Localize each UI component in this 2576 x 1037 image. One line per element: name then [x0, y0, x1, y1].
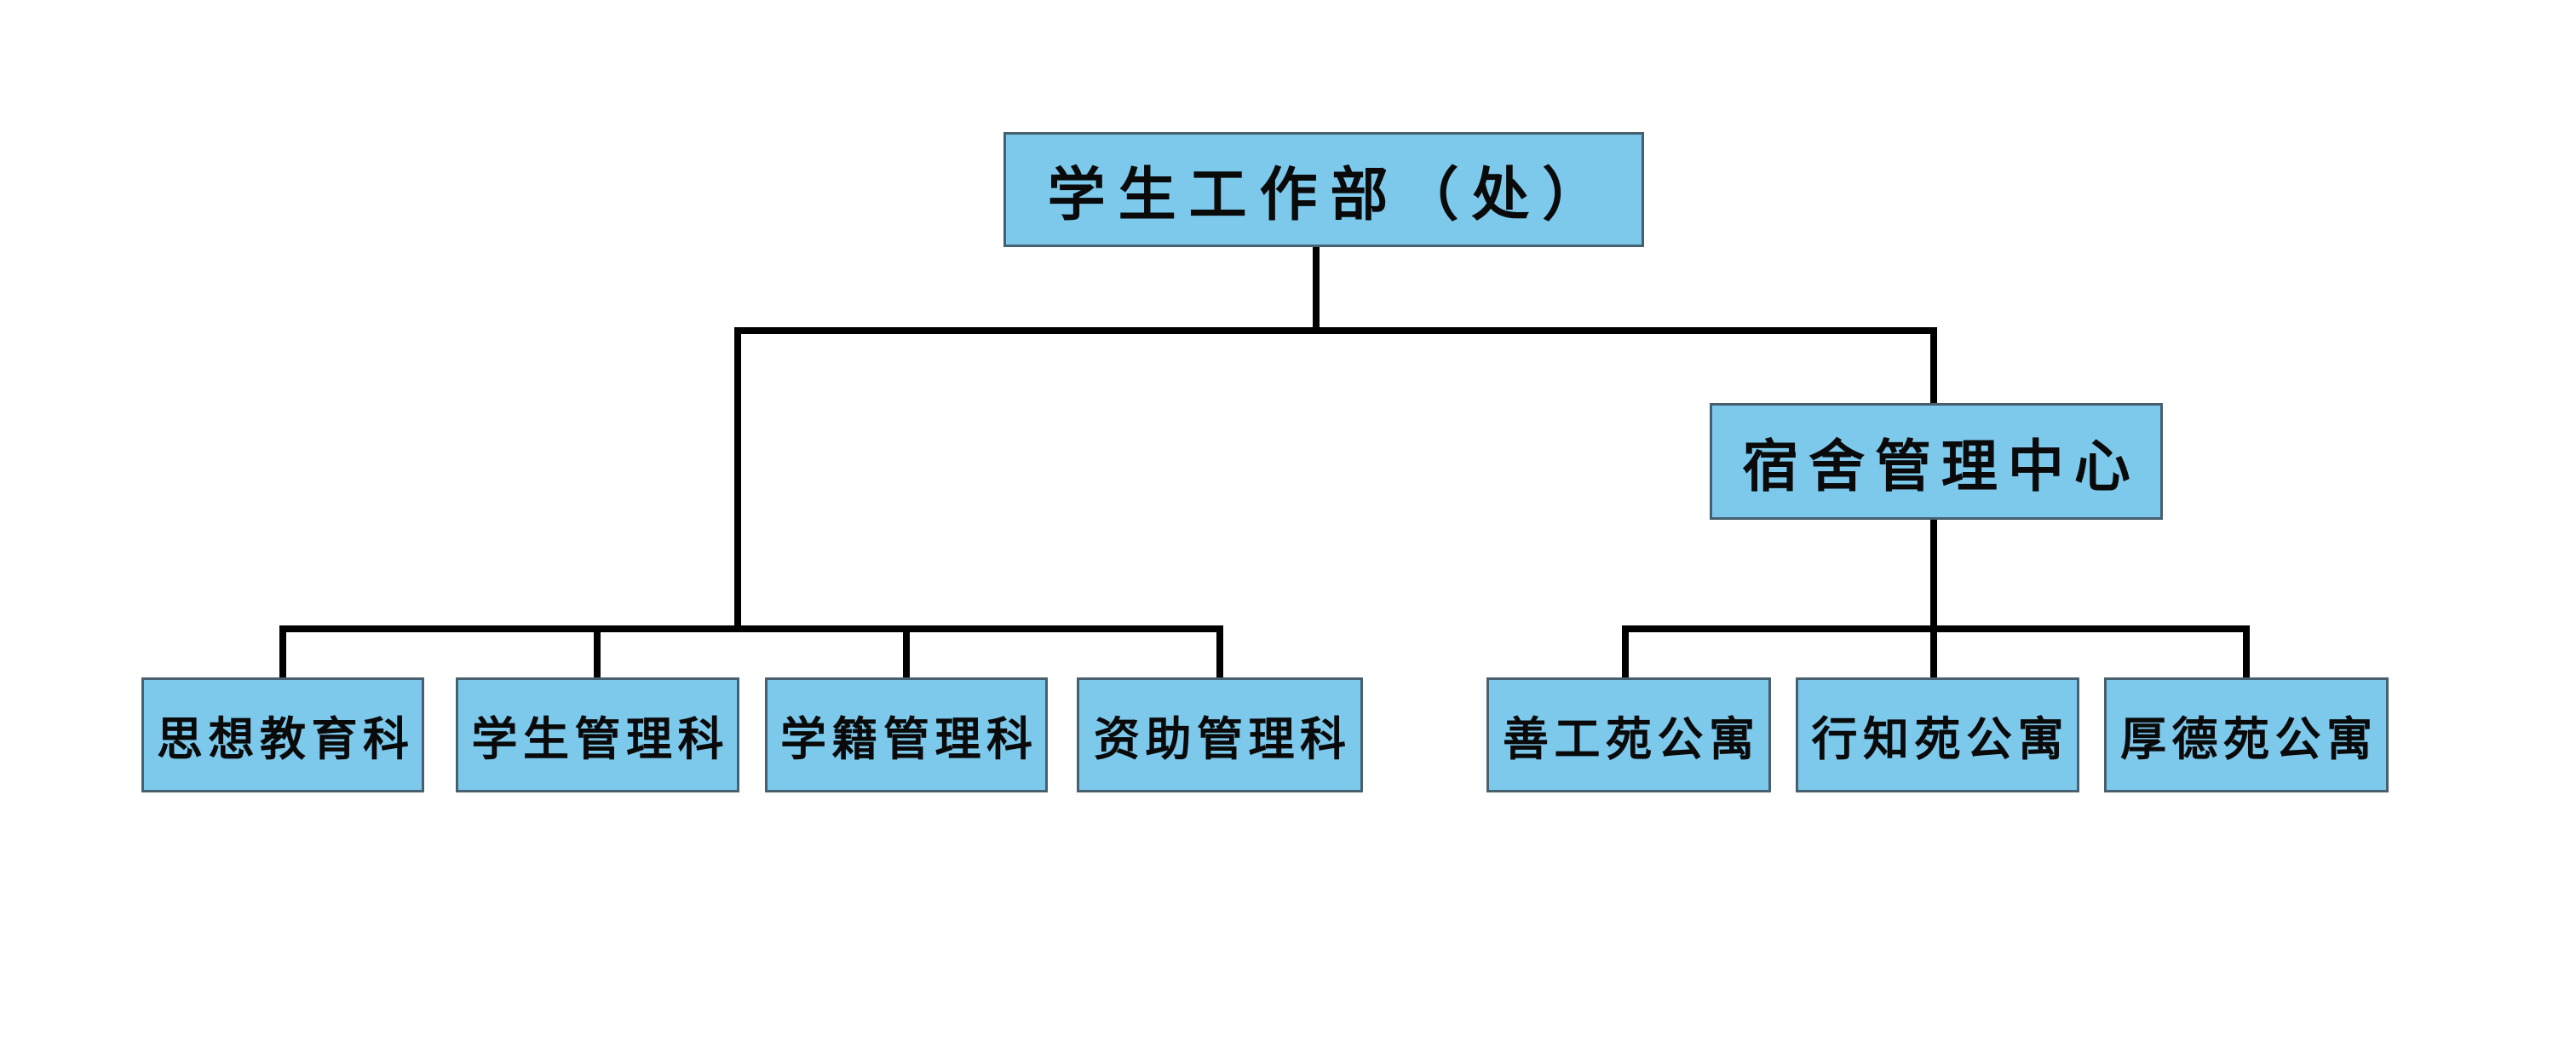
connector-left-branch-vertical	[734, 327, 741, 632]
node-financial-aid-section: 资助管理科	[1077, 677, 1363, 792]
connector-right-branch-vertical	[1930, 327, 1937, 406]
node-xingzhi-apartment-label: 行知苑公寓	[1811, 714, 2069, 765]
connector-drop-shangong-apartment	[1622, 625, 1629, 680]
node-student-affairs-dept: 学生工作部（处）	[1003, 132, 1644, 247]
connector-drop-student-management	[594, 625, 601, 680]
connector-drop-houde-apartment	[2243, 625, 2250, 680]
node-dorm-management-center-label: 宿舍管理中心	[1742, 435, 2141, 498]
connector-right-group-horizontal	[1622, 625, 2250, 632]
node-ideological-education-section-label: 思想教育科	[157, 714, 415, 765]
connector-dorm-stem	[1930, 518, 1937, 680]
connector-root-stem	[1313, 245, 1320, 334]
node-student-management-section: 学生管理科	[456, 677, 739, 792]
node-student-records-section: 学籍管理科	[765, 677, 1048, 792]
connector-drop-ideological-education	[279, 625, 286, 680]
node-student-management-section-label: 学生管理科	[471, 714, 729, 765]
connector-main-horizontal	[734, 327, 1937, 334]
connector-drop-financial-aid	[1216, 625, 1223, 680]
node-financial-aid-section-label: 资助管理科	[1094, 714, 1352, 765]
node-shangong-apartment: 善工苑公寓	[1486, 677, 1771, 792]
node-houde-apartment: 厚德苑公寓	[2104, 677, 2389, 792]
connector-left-group-horizontal	[279, 625, 1223, 632]
node-houde-apartment-label: 厚德苑公寓	[2120, 714, 2378, 765]
node-student-records-section-label: 学籍管理科	[780, 714, 1038, 765]
node-student-affairs-dept-label: 学生工作部（处）	[1047, 163, 1613, 228]
node-ideological-education-section: 思想教育科	[141, 677, 424, 792]
node-shangong-apartment-label: 善工苑公寓	[1503, 714, 1761, 765]
connector-drop-student-records	[903, 625, 910, 680]
node-xingzhi-apartment: 行知苑公寓	[1796, 677, 2079, 792]
node-dorm-management-center: 宿舍管理中心	[1710, 403, 2163, 520]
